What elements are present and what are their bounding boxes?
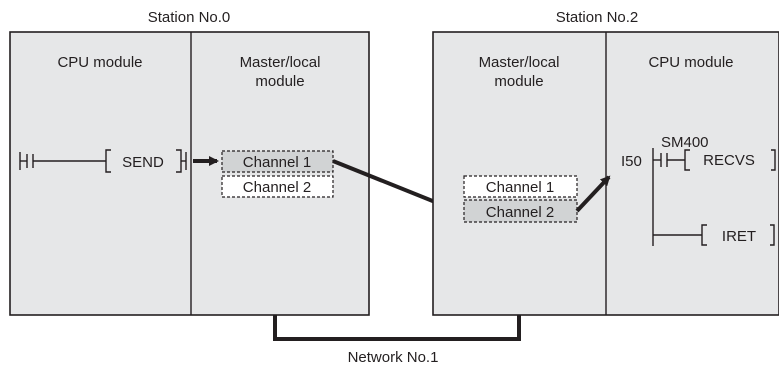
left-channel2-label: Channel 2 xyxy=(243,179,311,196)
right-station-title: Station No.2 xyxy=(556,9,639,26)
iret-instruction: IRET xyxy=(722,228,756,245)
left-channel2-box xyxy=(221,175,334,198)
network-cable xyxy=(273,315,521,341)
network-label: Network No.1 xyxy=(348,349,439,366)
left-master-label-line2: module xyxy=(255,73,304,90)
left-master-label-line1: Master/local xyxy=(240,54,321,71)
right-master-label-line1: Master/local xyxy=(479,54,560,71)
recvs-instruction: RECVS xyxy=(703,152,755,169)
right-cpu-module-label: CPU module xyxy=(648,54,733,71)
right-master-label-line2: module xyxy=(494,73,543,90)
left-station-panel xyxy=(9,31,370,316)
left-channel1-label: Channel 1 xyxy=(243,154,311,171)
right-channel1-label: Channel 1 xyxy=(486,179,554,196)
interrupt-pointer-label: I50 xyxy=(621,153,642,170)
right-channel1-box xyxy=(463,175,578,198)
send-instruction: SEND xyxy=(122,154,164,171)
sm400-label: SM400 xyxy=(661,134,709,151)
left-ladder-rung xyxy=(19,149,187,173)
channel2-to-interrupt-arrow xyxy=(575,175,611,213)
right-ladder-rungs xyxy=(652,148,776,246)
left-cpu-module-label: CPU module xyxy=(57,54,142,71)
right-channel2-box xyxy=(463,199,578,223)
left-station-title: Station No.0 xyxy=(148,9,231,26)
right-channel2-label: Channel 2 xyxy=(486,204,554,221)
